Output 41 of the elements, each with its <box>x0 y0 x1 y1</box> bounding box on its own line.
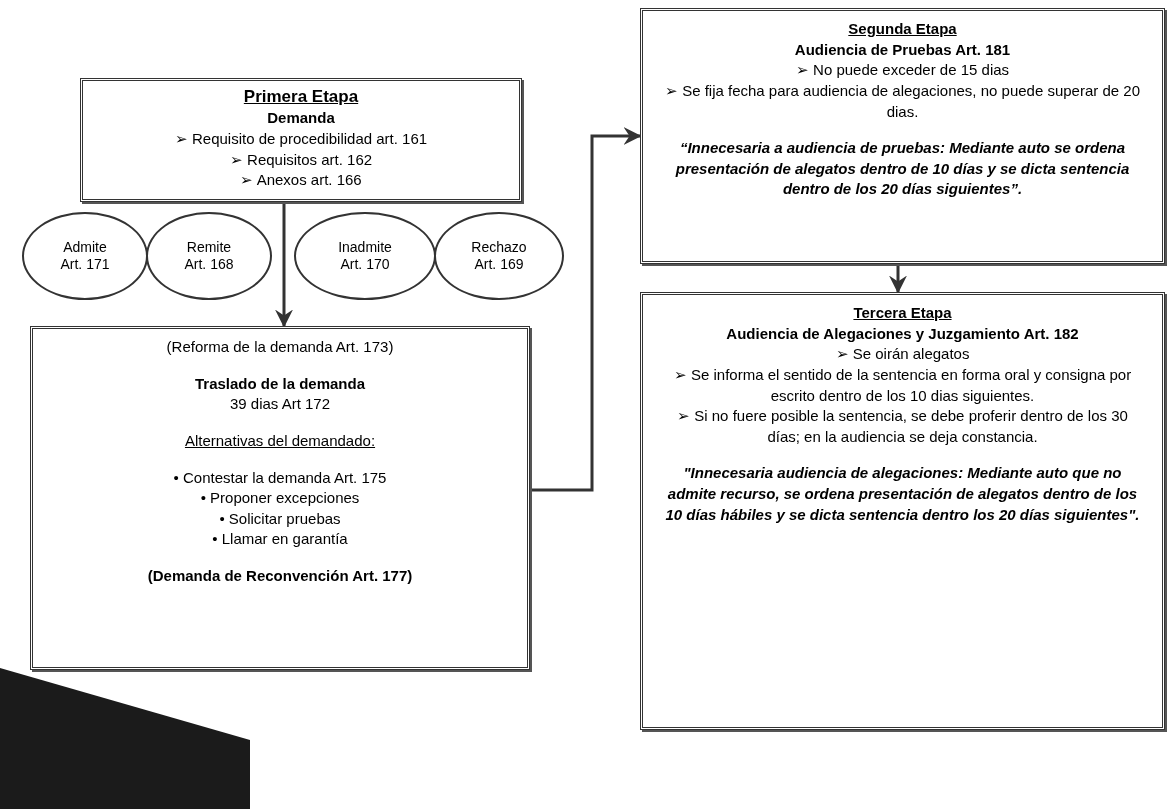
box-text: ➢ No puede exceder de 15 dias <box>795 60 1010 81</box>
box-text: (Demanda de Reconvención Art. 177) <box>147 566 413 586</box>
box-text: Art. 169 <box>474 256 524 274</box>
dark-block <box>0 668 250 809</box>
box-text: ➢ Se oirán alegatos <box>835 344 970 365</box>
box-text: Tercera Etapa <box>853 303 952 323</box>
box-text: (Reforma de la demanda Art. 173) <box>166 337 394 357</box>
box-text: • Proponer excepciones <box>200 488 360 509</box>
box-text: Admite <box>63 238 107 256</box>
arrow <box>275 202 293 328</box>
box-text: ➢ Se informa el sentido de la sentencia en forma oral y consigna por escrito dentro de los 10 dias siguientes. <box>672 364 1133 406</box>
stage-box <box>640 292 1165 730</box>
box-text: Rechazo <box>471 238 527 256</box>
box-text: “Innecesaria a audiencia de pruebas: Mediante auto se ordena presentación de alegatos dentro de 10 días y se dicta sentencia dentro de los 20 días siguientes”. <box>674 138 1131 200</box>
box-text: Demanda <box>267 108 335 129</box>
stage-box <box>640 8 1165 264</box>
box-text: Inadmite <box>338 238 392 256</box>
arrow <box>530 127 642 492</box>
box-text: ➢ Requisitos art. 162 <box>229 149 373 170</box>
box-text: Primera Etapa <box>243 86 359 108</box>
box-text: • Llamar en garantía <box>212 529 348 550</box>
box-text: Alternativas del demandado: <box>184 430 376 451</box>
box-text: Art. 168 <box>184 256 234 274</box>
box-text: Art. 171 <box>60 256 110 274</box>
box-text: Audiencia de Alegaciones y Juzgamiento Art. 182 <box>726 323 1079 344</box>
box-text: ➢ Si no fuere posible la sentencia, se debe proferir dentro de los 30 días; en la audiencia se deja constancia. <box>676 406 1129 447</box>
box-text: "Innecesaria audiencia de alegaciones: Mediante auto que no admite recurso, se ordena presentación de alegatos dentro de los 10 días hábiles y se dicta sentencia dentro los 20 días siguientes". <box>664 463 1141 525</box>
box-text: 39 dias Art 172 <box>229 394 331 415</box>
arrow <box>889 264 907 294</box>
box-text: Segunda Etapa <box>848 19 957 39</box>
stage-box <box>80 78 522 202</box>
box-text: • Contestar la demanda Art. 175 <box>173 467 387 488</box>
box-text: Art. 170 <box>340 256 390 274</box>
box-text: • Solicitar pruebas <box>219 508 341 529</box>
box-text: Remite <box>186 238 232 256</box>
stage-box <box>30 326 530 670</box>
box-text: ➢ Se fija fecha para audiencia de alegaciones, no puede superar de 20 dias. <box>664 80 1141 122</box>
box-text: Traslado de la demanda <box>194 373 366 394</box>
box-text: Audiencia de Pruebas Art. 181 <box>794 39 1011 60</box>
box-text: ➢ Anexos art. 166 <box>240 170 362 191</box>
box-text: ➢ Requisito de procedibilidad art. 161 <box>174 129 428 149</box>
